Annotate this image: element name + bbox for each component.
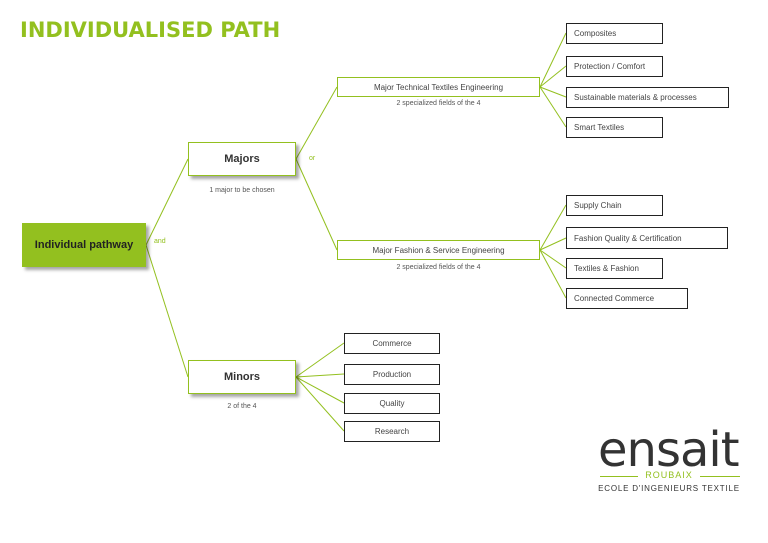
- page-title: INDIVIDUALISED PATH: [20, 18, 281, 42]
- field-fashion-quality: Fashion Quality & Certification: [566, 227, 728, 249]
- minors-node: Minors: [188, 360, 296, 394]
- logo-rule-left: [600, 476, 638, 477]
- major-technical-node: Major Technical Textiles Engineering: [337, 77, 540, 97]
- logo-wordmark: ensait: [598, 422, 740, 478]
- field-composites: Composites: [566, 23, 663, 44]
- field-textiles-fashion: Textiles & Fashion: [566, 258, 663, 279]
- field-connected-commerce: Connected Commerce: [566, 288, 688, 309]
- field-sustainable-materials: Sustainable materials & processes: [566, 87, 729, 108]
- ensait-logo: ensait ROUBAIX ECOLE D'INGENIEURS TEXTIL…: [596, 422, 746, 502]
- majors-note: 1 major to be chosen: [209, 187, 275, 194]
- minor-commerce: Commerce: [344, 333, 440, 354]
- root-node-individual-pathway: Individual pathway: [22, 223, 146, 267]
- minor-quality: Quality: [344, 393, 440, 414]
- minor-research: Research: [344, 421, 440, 442]
- major-fashion-node: Major Fashion & Service Engineering: [337, 240, 540, 260]
- field-supply-chain: Supply Chain: [566, 195, 663, 216]
- and-connector-label: and: [154, 238, 166, 245]
- majors-node: Majors: [188, 142, 296, 176]
- or-connector-label: or: [309, 155, 316, 162]
- major-technical-note: 2 specialized fields of the 4: [396, 100, 481, 107]
- logo-subtitle: ECOLE D'INGENIEURS TEXTILE: [598, 484, 740, 493]
- logo-city: ROUBAIX: [645, 470, 693, 480]
- major-fashion-note: 2 specialized fields of the 4: [396, 264, 481, 271]
- field-protection-comfort: Protection / Comfort: [566, 56, 663, 77]
- minor-production: Production: [344, 364, 440, 385]
- field-smart-textiles: Smart Textiles: [566, 117, 663, 138]
- minors-note: 2 of the 4: [227, 403, 257, 410]
- logo-rule-right: [700, 476, 740, 477]
